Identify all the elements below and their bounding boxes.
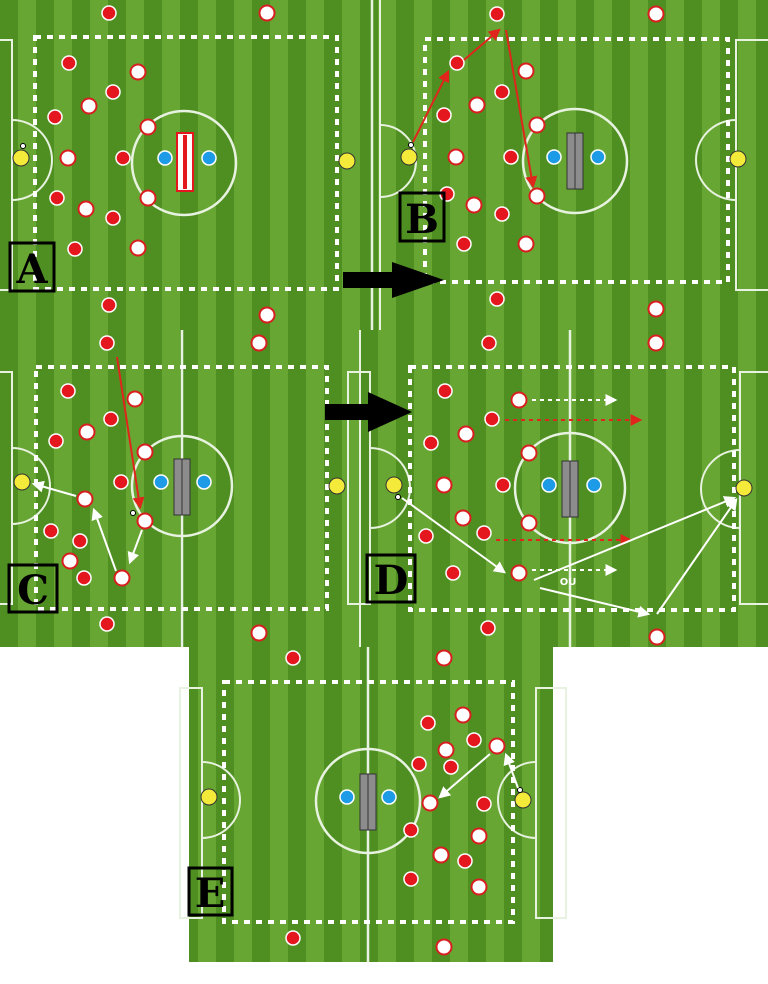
players-d xyxy=(385,334,753,646)
players-c xyxy=(13,334,346,642)
arrows-e xyxy=(438,752,519,799)
label-box-d xyxy=(365,553,417,604)
panel-label-d: D xyxy=(374,557,409,604)
zone-b xyxy=(423,37,730,284)
arrows-b xyxy=(412,28,538,189)
panel-label-a: A xyxy=(15,246,48,293)
transition-arrow-c-d xyxy=(325,392,412,432)
transition-arrow-a-b xyxy=(343,262,444,298)
label-box-c xyxy=(7,563,59,614)
panel-e: E xyxy=(179,647,567,962)
zone-d xyxy=(408,365,736,612)
arrows-c xyxy=(31,356,145,572)
players-a xyxy=(12,4,356,324)
players-b xyxy=(400,5,747,318)
zone-e xyxy=(222,680,515,924)
panel-d: OU D xyxy=(347,330,768,647)
zone-c xyxy=(34,365,329,611)
panel-label-e: E xyxy=(195,870,226,917)
arrows-d xyxy=(401,394,738,618)
label-box-e xyxy=(187,866,234,917)
label-box-a xyxy=(8,241,56,293)
label-box-b xyxy=(398,191,446,243)
panel-a: A xyxy=(0,0,380,330)
panel-c: C xyxy=(0,330,367,647)
panel-label-b: B xyxy=(405,196,439,243)
panel-b: B xyxy=(379,0,768,330)
players-e xyxy=(200,649,532,956)
panel-label-c: C xyxy=(17,567,49,614)
option-note-d: OU xyxy=(560,577,577,588)
